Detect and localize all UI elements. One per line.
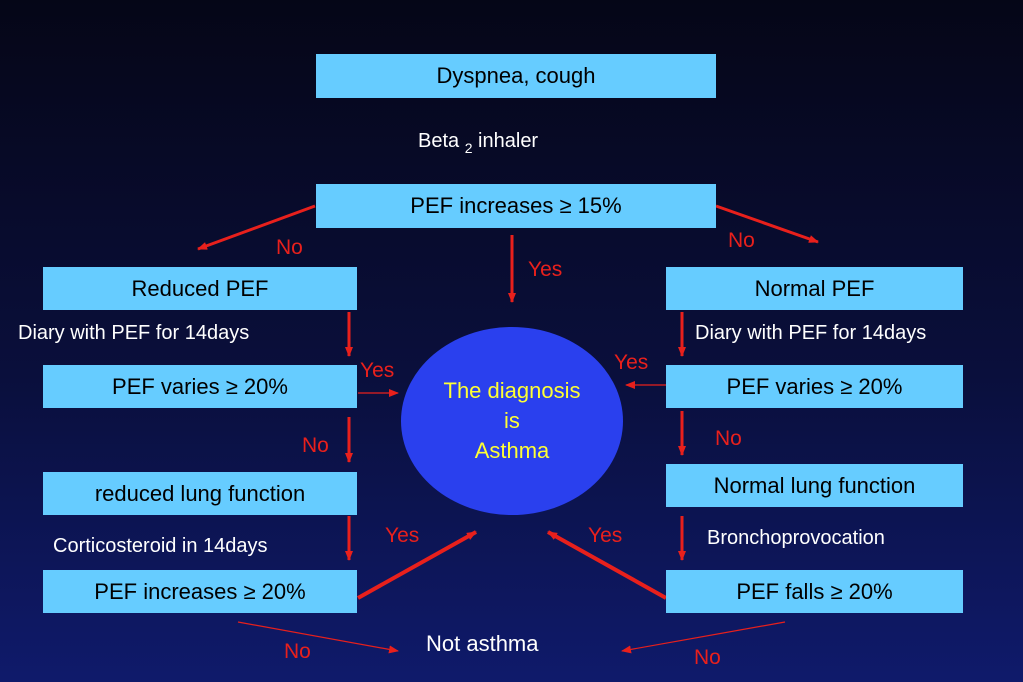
pef-varies-left-box: PEF varies ≥ 20% — [43, 365, 357, 408]
normal-pef-box: Normal PEF — [666, 267, 963, 310]
start-box: Dyspnea, cough — [316, 54, 716, 98]
diagnosis-line-2: is — [504, 408, 520, 433]
reduced-lung-function-box: reduced lung function — [43, 472, 357, 515]
edge-label-yes-right-bottom: Yes — [588, 524, 623, 547]
diagnosis-line-1: The diagnosis — [443, 378, 581, 403]
edge-label-yes-left-bottom: Yes — [385, 524, 420, 547]
arrow-top-to-normal — [715, 204, 819, 244]
diary-right-label: Diary with PEF for 14days — [695, 322, 927, 344]
pef-varies-right-box: PEF varies ≥ 20% — [666, 365, 963, 408]
arrow-right-not-asthma — [621, 621, 786, 654]
edge-label-yes-left-varies: Yes — [360, 359, 395, 382]
arrow-top-to-reduced — [197, 204, 316, 251]
edge-label-no-top-left: No — [276, 236, 303, 259]
diagnosis-asthma-circle: The diagnosis is Asthma — [401, 327, 623, 515]
pef-increases-15-box: PEF increases ≥ 15% — [316, 184, 716, 228]
bronchoprovocation-label: Bronchoprovocation — [707, 527, 885, 549]
normal-lung-function-box: Normal lung function — [666, 464, 963, 507]
edge-label-yes-right-varies: Yes — [614, 351, 649, 374]
edge-label-no-left-varies: No — [302, 434, 329, 457]
edge-label-no-top-right: No — [728, 229, 755, 252]
pef-increases-20-box: PEF increases ≥ 20% — [43, 570, 357, 613]
beta-inhaler-label: Beta 2 inhaler — [418, 130, 539, 156]
diagnosis-line-3: Asthma — [474, 438, 550, 463]
diary-left-label: Diary with PEF for 14days — [18, 322, 250, 344]
arrow-left-not-asthma — [237, 621, 399, 654]
reduced-pef-box: Reduced PEF — [43, 267, 357, 310]
pef-falls-20-box: PEF falls ≥ 20% — [666, 570, 963, 613]
arrow-left-bottom-to-diagnosis — [357, 530, 477, 600]
not-asthma-label: Not asthma — [426, 631, 539, 656]
edge-label-no-bottom-left: No — [284, 640, 311, 663]
edge-label-no-right-varies: No — [715, 427, 742, 450]
corticosteroid-label: Corticosteroid in 14days — [53, 535, 268, 557]
arrow-right-bottom-to-diagnosis — [547, 530, 667, 600]
edge-label-yes-center: Yes — [528, 258, 563, 281]
edge-label-no-bottom-right: No — [694, 646, 721, 669]
